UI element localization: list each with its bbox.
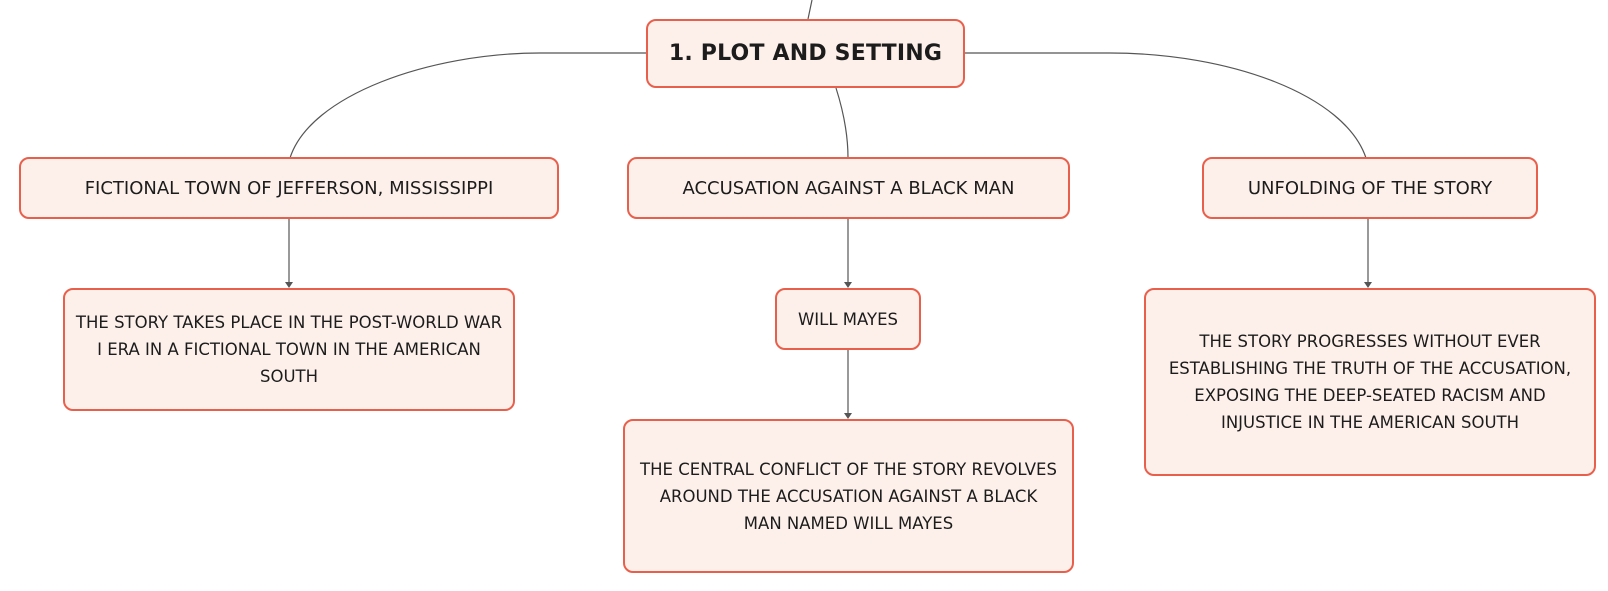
detail-node-accusation[interactable]: THE CENTRAL CONFLICT OF THE STORY REVOLV… <box>623 419 1074 573</box>
connector-root-to-jefferson <box>289 52 646 159</box>
root-node-label: 1. PLOT AND SETTING <box>668 41 943 66</box>
connector-root-to-unfolding <box>965 52 1367 159</box>
connector-root-to-accusation <box>835 87 849 159</box>
branch-node-label: FICTIONAL TOWN OF JEFFERSON, MISSISSIPPI <box>84 177 494 199</box>
sub-node-will-mayes[interactable]: WILL MAYES <box>775 288 921 350</box>
arrowhead <box>844 413 852 419</box>
sub-node-label: WILL MAYES <box>797 309 899 329</box>
branch-node-jefferson[interactable]: FICTIONAL TOWN OF JEFFERSON, MISSISSIPPI <box>19 157 559 219</box>
branch-node-unfolding[interactable]: UNFOLDING OF THE STORY <box>1202 157 1538 219</box>
detail-node-label: THE STORY PROGRESSES WITHOUT EVER ESTABL… <box>1168 332 1572 432</box>
branch-node-label: UNFOLDING OF THE STORY <box>1247 177 1493 199</box>
detail-node-label: THE STORY TAKES PLACE IN THE POST-WORLD … <box>75 313 503 386</box>
connector-parent-to-root <box>807 0 813 20</box>
branch-node-accusation[interactable]: ACCUSATION AGAINST A BLACK MAN <box>627 157 1070 219</box>
branch-node-label: ACCUSATION AGAINST A BLACK MAN <box>682 177 1015 199</box>
arrowhead <box>1364 282 1372 288</box>
detail-node-label: THE CENTRAL CONFLICT OF THE STORY REVOLV… <box>640 459 1057 533</box>
detail-node-jefferson[interactable]: THE STORY TAKES PLACE IN THE POST-WORLD … <box>63 288 515 411</box>
root-node[interactable]: 1. PLOT AND SETTING <box>646 19 965 88</box>
arrowhead <box>285 282 293 288</box>
arrowhead <box>844 282 852 288</box>
detail-node-unfolding[interactable]: THE STORY PROGRESSES WITHOUT EVER ESTABL… <box>1144 288 1596 476</box>
